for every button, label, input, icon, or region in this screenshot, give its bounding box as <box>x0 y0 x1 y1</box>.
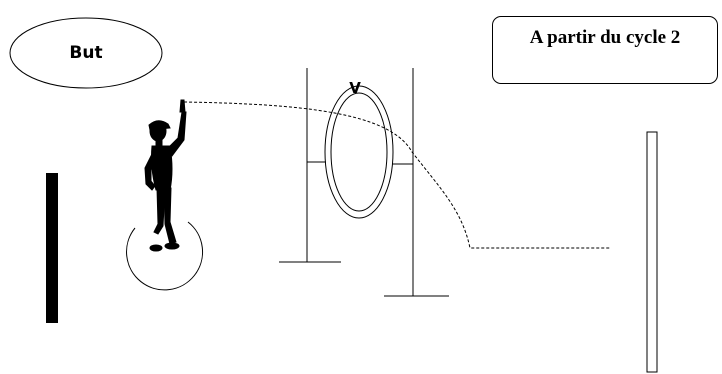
goal-label: But <box>10 18 162 88</box>
thrower-figure-icon <box>145 100 186 251</box>
target-wall-icon <box>647 132 657 372</box>
hoop-icon <box>325 86 393 218</box>
hoop-stand <box>279 68 449 296</box>
hoop-marker: V <box>349 79 361 97</box>
throwing-zone-arc <box>127 222 203 290</box>
level-badge: A partir du cycle 2 <box>492 16 718 84</box>
throw-trajectory <box>184 102 610 248</box>
start-marker-icon <box>46 173 58 323</box>
